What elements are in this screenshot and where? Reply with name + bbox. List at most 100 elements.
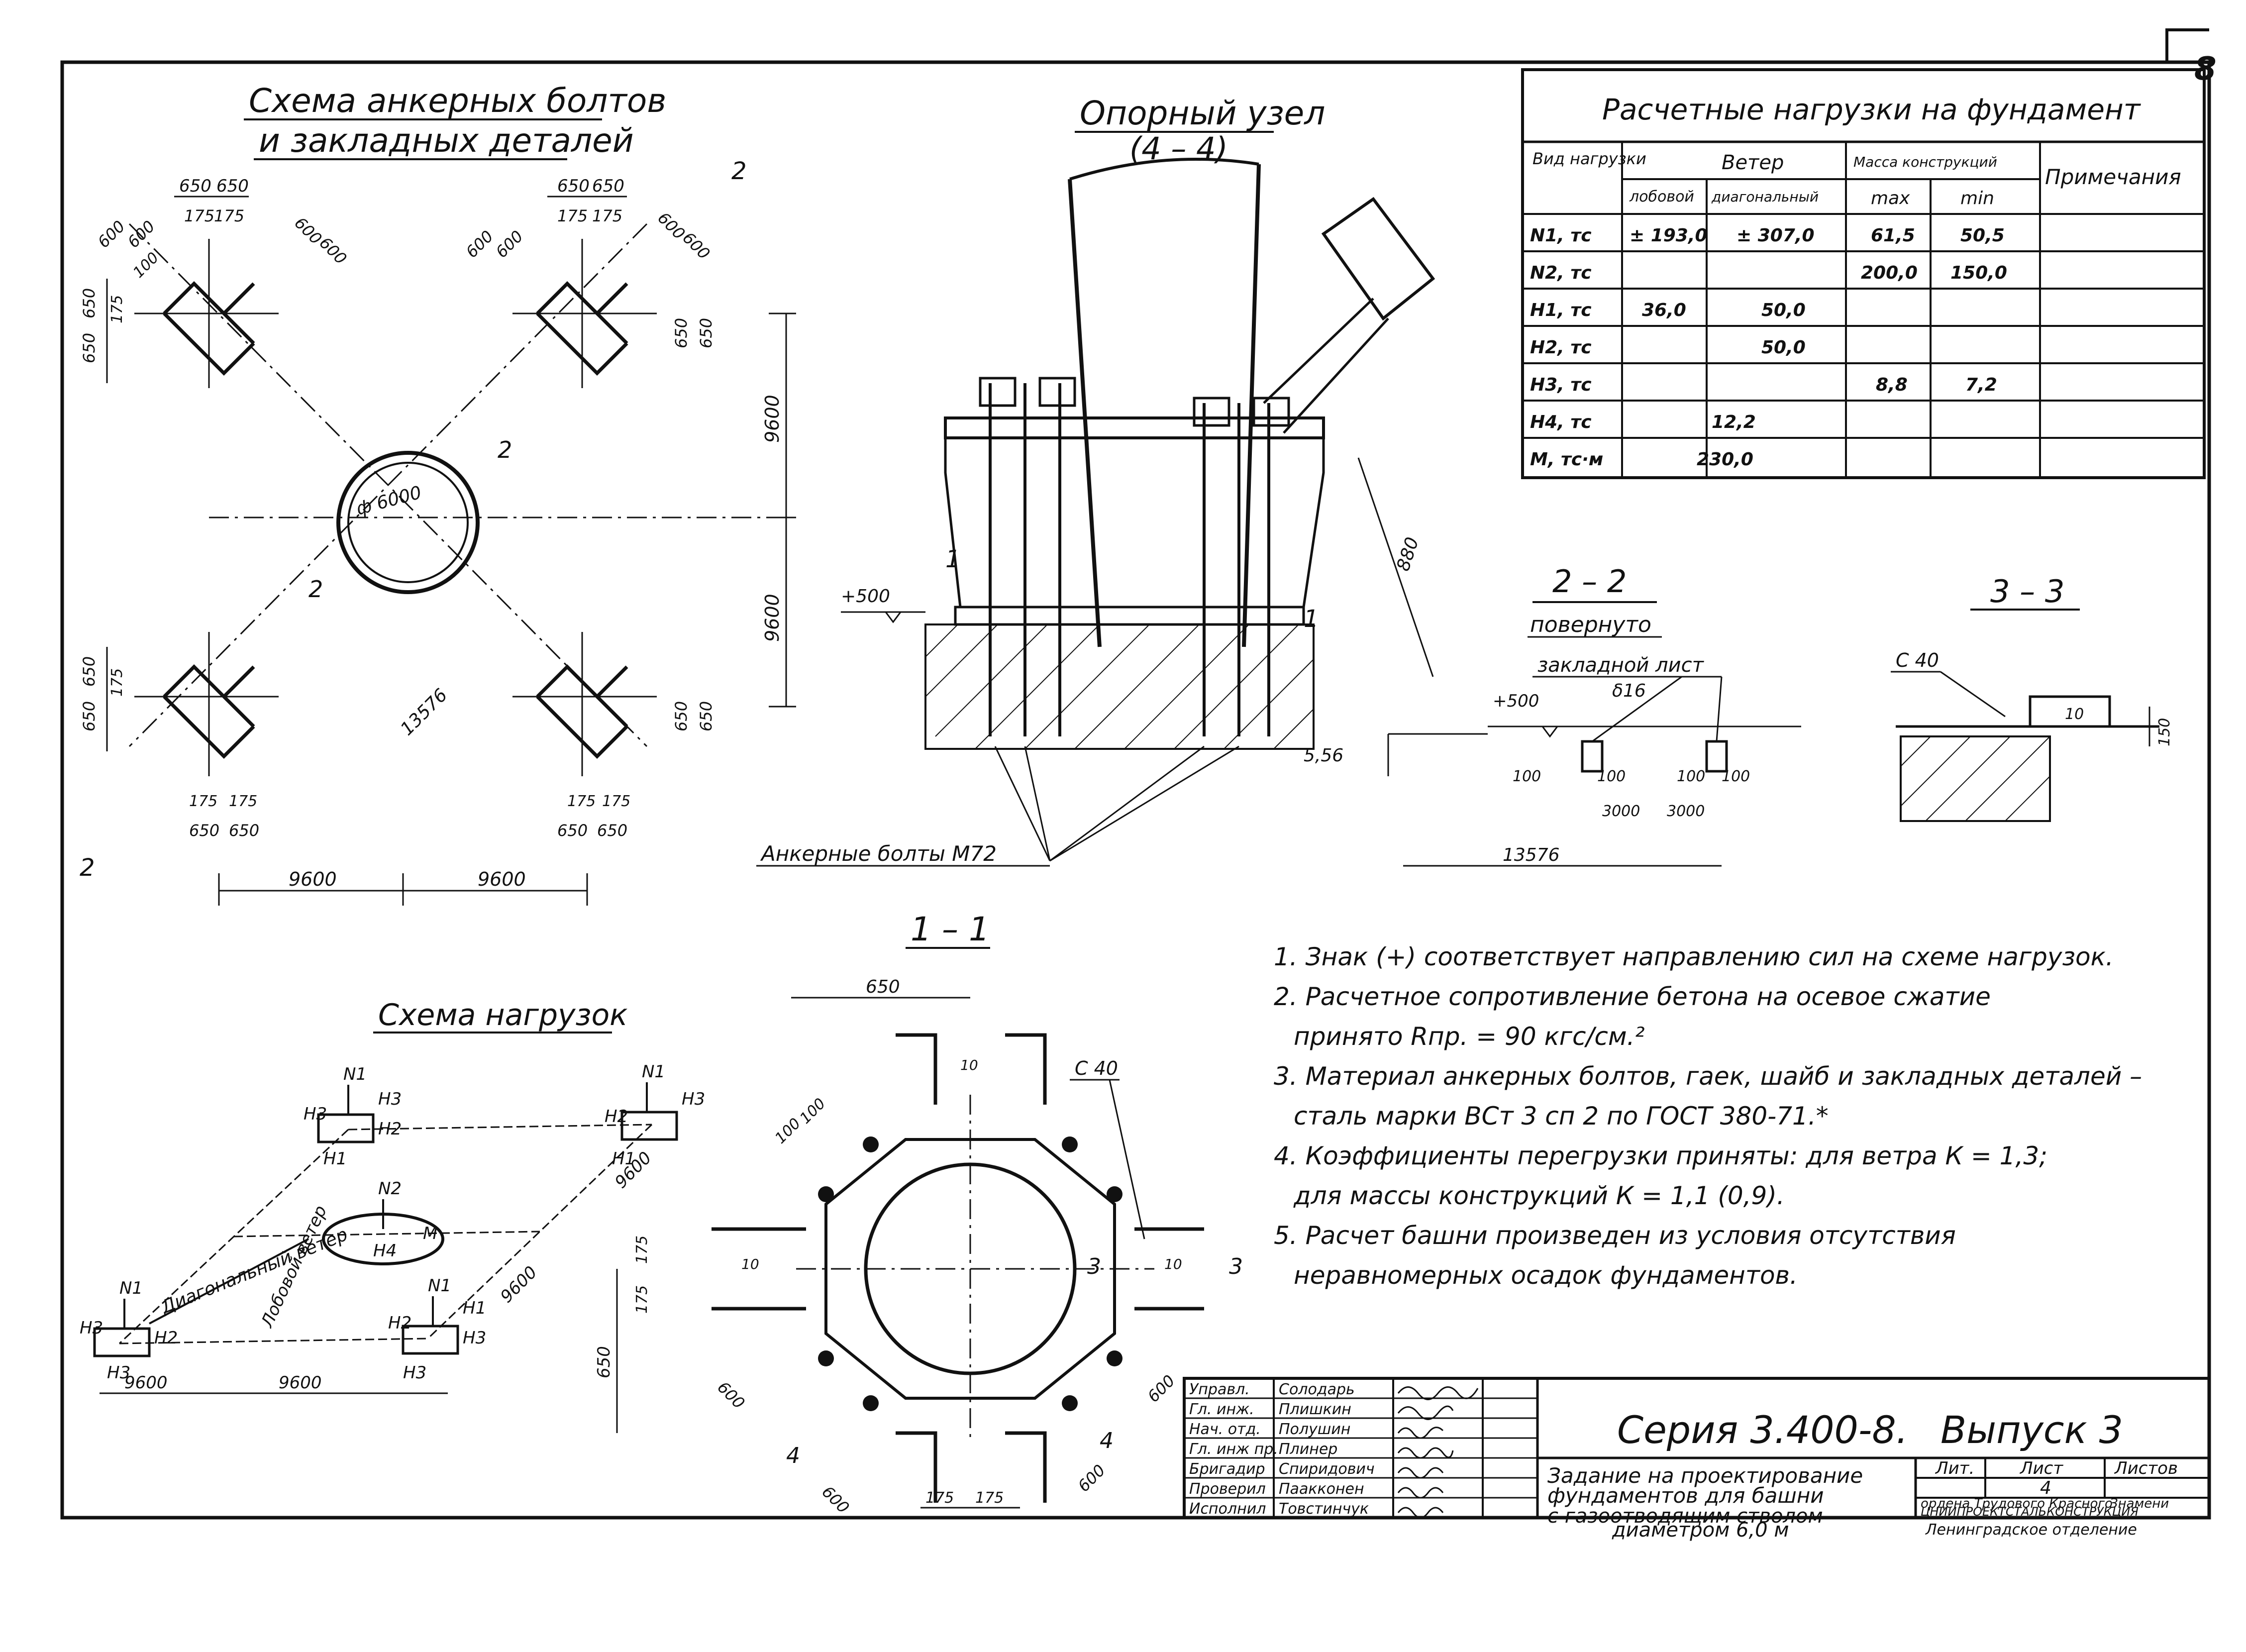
svg-text:175: 175 bbox=[557, 206, 588, 225]
section-1-1-title: 1 – 1 bbox=[911, 910, 990, 948]
svg-text:175: 175 bbox=[189, 793, 217, 810]
anchor-group-tr bbox=[512, 239, 657, 388]
support-elev: +500 bbox=[841, 586, 890, 607]
anchor-scheme: Схема анкерных болтов и закладных детале… bbox=[80, 82, 796, 906]
svg-text:175: 175 bbox=[184, 206, 214, 225]
svg-text:H3: H3 bbox=[463, 1328, 486, 1348]
svg-text:Лист: Лист bbox=[2019, 1458, 2063, 1478]
note-4: 4. Коэффициенты перегрузки приняты: для … bbox=[1274, 1141, 2047, 1170]
svg-text:1: 1 bbox=[1304, 605, 1319, 633]
svg-text:650: 650 bbox=[189, 821, 219, 840]
svg-text:230,0: 230,0 bbox=[1697, 449, 1753, 470]
svg-text:100: 100 bbox=[1677, 768, 1705, 785]
org-line-4: Ленинградское отделение bbox=[1926, 1521, 2137, 1539]
svg-text:150: 150 bbox=[2156, 718, 2173, 746]
support-node-title: Опорный узел bbox=[1080, 94, 1325, 132]
svg-text:650: 650 bbox=[216, 176, 249, 196]
svg-text:± 193,0: ± 193,0 bbox=[1630, 225, 1708, 246]
svg-text:175: 175 bbox=[214, 206, 244, 225]
svg-text:H1: H1 bbox=[463, 1298, 486, 1318]
support-node: Опорный узел (4 – 4) bbox=[756, 94, 1435, 867]
svg-text:175: 175 bbox=[925, 1489, 954, 1507]
svg-text:Бригадир: Бригадир bbox=[1189, 1460, 1265, 1478]
note-1: 1. Знак (+) соответствует направлению си… bbox=[1274, 942, 2114, 971]
svg-text:8,8: 8,8 bbox=[1876, 375, 1908, 395]
svg-text:Плинер: Плинер bbox=[1279, 1441, 1337, 1458]
loads-table-title: Расчетные нагрузки на фундамент bbox=[1602, 93, 2142, 126]
svg-text:Товстинчук: Товстинчук bbox=[1279, 1500, 1369, 1518]
svg-text:600: 600 bbox=[1144, 1371, 1179, 1406]
svg-text:50,0: 50,0 bbox=[1761, 337, 1806, 358]
svg-text:N1, тс: N1, тс bbox=[1530, 225, 1592, 246]
anchor-scheme-title-2: и закладных деталей bbox=[259, 121, 634, 160]
svg-text:3000: 3000 bbox=[1602, 803, 1640, 820]
svg-text:H1: H1 bbox=[323, 1149, 347, 1169]
title-line-4: диаметром 6,0 м bbox=[1612, 1519, 1789, 1542]
svg-text:С 40: С 40 bbox=[1896, 649, 1939, 671]
svg-text:M, тс·м: M, тс·м bbox=[1530, 449, 1603, 470]
svg-text:175: 175 bbox=[567, 793, 596, 810]
svg-text:650: 650 bbox=[697, 318, 715, 348]
svg-text:Задание на проектирование: Задание на проектирование bbox=[1547, 1463, 1863, 1488]
svg-text:10: 10 bbox=[2065, 706, 2084, 723]
svg-text:100: 100 bbox=[1513, 768, 1541, 785]
section-2-2-title: 2 – 2 bbox=[1552, 563, 1627, 600]
svg-text:9600: 9600 bbox=[279, 1373, 322, 1393]
svg-text:100: 100 bbox=[130, 249, 162, 281]
svg-text:Исполнил: Исполнил bbox=[1189, 1500, 1266, 1518]
svg-text:Управл.: Управл. bbox=[1189, 1381, 1250, 1398]
svg-text:H4: H4 bbox=[373, 1241, 397, 1261]
svg-text:650: 650 bbox=[592, 176, 624, 196]
svg-text:200,0: 200,0 bbox=[1861, 263, 1918, 283]
svg-text:диагональный: диагональный bbox=[1711, 189, 1819, 205]
note-5: 5. Расчет башни произведен из условия от… bbox=[1274, 1221, 1956, 1250]
svg-text:H3: H3 bbox=[403, 1363, 426, 1383]
svg-text:175: 175 bbox=[229, 793, 257, 810]
note-5b: неравномерных осадок фундаментов. bbox=[1294, 1261, 1798, 1290]
section-3-3-title: 3 – 3 bbox=[1990, 573, 2064, 610]
svg-text:H3: H3 bbox=[304, 1104, 327, 1124]
svg-text:H3: H3 bbox=[107, 1363, 130, 1383]
svg-text:650: 650 bbox=[557, 176, 590, 196]
svg-text:4: 4 bbox=[786, 1443, 800, 1468]
svg-text:10: 10 bbox=[741, 1256, 759, 1272]
svg-text:M: M bbox=[423, 1224, 437, 1243]
svg-text:100: 100 bbox=[1597, 768, 1626, 785]
svg-text:+500: +500 bbox=[1493, 691, 1539, 711]
loads-table: Расчетные нагрузки на фундамент Вид нагр… bbox=[1521, 68, 2206, 479]
head-load-type: Вид нагрузки bbox=[1532, 149, 1646, 168]
svg-text:закладной лист: закладной лист bbox=[1537, 654, 1705, 677]
series-label: Серия 3.400-8. bbox=[1617, 1408, 1908, 1452]
issue-label: Выпуск 3 bbox=[1940, 1408, 2123, 1452]
svg-text:175: 175 bbox=[633, 1285, 651, 1314]
svg-text:Масса конструкций: Масса конструкций bbox=[1853, 154, 1997, 170]
svg-text:175: 175 bbox=[108, 668, 126, 697]
svg-text:3: 3 bbox=[1087, 1254, 1101, 1279]
notes-block: 1. Знак (+) соответствует направлению си… bbox=[1274, 942, 2142, 1290]
svg-text:650: 650 bbox=[80, 701, 99, 731]
anchor-bolts-label: Анкерные болты М72 bbox=[760, 841, 997, 866]
svg-text:9600: 9600 bbox=[289, 868, 337, 890]
svg-text:5,56: 5,56 bbox=[1304, 745, 1343, 766]
svg-text:Солодарь: Солодарь bbox=[1279, 1381, 1355, 1398]
svg-text:Паакконен: Паакконен bbox=[1279, 1480, 1364, 1498]
note-3: 3. Материал анкерных болтов, гаек, шайб … bbox=[1274, 1062, 2142, 1091]
svg-text:10: 10 bbox=[1164, 1256, 1182, 1272]
svg-text:± 307,0: ± 307,0 bbox=[1736, 225, 1815, 246]
svg-text:min: min bbox=[1960, 188, 1994, 208]
svg-text:С 40: С 40 bbox=[1075, 1057, 1118, 1079]
svg-text:3: 3 bbox=[1229, 1254, 1243, 1279]
base-octagon bbox=[824, 1138, 1116, 1400]
svg-text:100: 100 bbox=[772, 1115, 804, 1147]
section-1-1: 1 – 1 650 650 175 175 100 100 600 600 bbox=[594, 910, 1243, 1517]
svg-text:9600: 9600 bbox=[478, 868, 526, 890]
svg-text:Знамени: Знамени bbox=[2110, 1496, 2169, 1511]
svg-text:с газоотводящим стволом: с газоотводящим стволом bbox=[1547, 1505, 1823, 1528]
svg-text:N2: N2 bbox=[378, 1179, 402, 1199]
svg-text:600: 600 bbox=[462, 227, 497, 262]
svg-text:Спиридович: Спиридович bbox=[1279, 1460, 1375, 1478]
svg-text:600: 600 bbox=[94, 217, 129, 252]
svg-text:ордена Трудового Красного: ордена Трудового Красного bbox=[1921, 1496, 2113, 1511]
anchor-group-br bbox=[512, 632, 657, 776]
